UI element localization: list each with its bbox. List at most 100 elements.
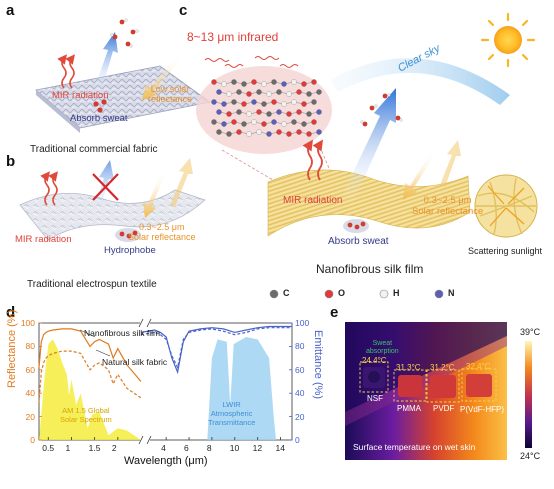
molecular-structure	[211, 79, 322, 137]
sample-name-pvdf-hfp: P(VdF-HFP)	[460, 405, 504, 414]
mir-radiation-label: MIR radiation	[52, 90, 109, 101]
atom-legend	[269, 289, 444, 299]
atom	[236, 129, 242, 135]
annotation-pointer	[79, 329, 96, 338]
atom	[211, 79, 217, 85]
atom	[301, 121, 307, 127]
water-molecule-icon	[360, 93, 403, 127]
mir-wave-icon	[40, 171, 58, 206]
thermal-dark-region	[345, 322, 507, 412]
x-tick-label: 6	[184, 443, 189, 453]
atom	[216, 89, 222, 95]
evaporation-arrow-icon	[340, 88, 396, 205]
atom	[261, 121, 267, 127]
x-tick-label: 8	[206, 443, 212, 453]
panel-c	[196, 12, 538, 299]
atom	[276, 129, 282, 135]
axis-break-mark	[146, 318, 152, 328]
axis-break-mark	[146, 435, 152, 445]
mir-wave-icon	[57, 54, 75, 89]
legend-marker-o	[324, 289, 334, 299]
sample-frame	[426, 369, 460, 403]
atom	[266, 91, 272, 97]
atom	[266, 131, 272, 137]
sample-name-pvdf: PVDF	[433, 404, 455, 413]
reflect-arrow-icon	[440, 140, 461, 187]
clear-sky-arc	[330, 58, 510, 105]
x-tick-label: 10	[229, 443, 240, 453]
silk-film-series-label: Nanofibrous silk film	[84, 328, 161, 338]
scattering-fiber-circle	[474, 174, 538, 238]
x-tick-label: 0.5	[42, 443, 55, 453]
lwir-label: LWIR Atmospheric Transmittance	[208, 400, 256, 427]
x-tick-label: 2	[111, 443, 117, 453]
atom	[256, 129, 262, 135]
series-line-2	[140, 325, 292, 375]
atom	[311, 119, 317, 125]
mir-wave-icon	[302, 139, 323, 181]
natural-silk-series-label: Natural silk fabric	[102, 357, 168, 367]
atom	[286, 131, 292, 137]
solar-arrow-icon	[403, 150, 436, 200]
atom	[286, 91, 292, 97]
mir-radiation-label: MIR radiation	[283, 195, 343, 206]
atom	[281, 121, 287, 127]
solar-reflectance-label: 0.3~2.5 μm Solar reflectance	[412, 195, 484, 217]
sample-pvdf	[430, 375, 456, 398]
colorbar-max-label: 39°C	[520, 327, 541, 337]
evaporation-arrow-icon	[92, 32, 118, 96]
panel-letter-d: d	[6, 304, 16, 321]
solar-arrow-icon	[142, 56, 180, 100]
sweat-drops-icon	[343, 219, 369, 233]
fabric-edge	[36, 90, 80, 133]
atom	[316, 129, 322, 135]
legend-marker-n	[434, 289, 444, 299]
thermal-bottom-text: Surface temperature on wet skin	[353, 442, 476, 452]
scattering-label: Scattering sunlight	[468, 246, 543, 256]
atom	[291, 79, 297, 85]
infrared-wave-icon	[204, 56, 299, 68]
atom	[306, 91, 312, 97]
atom	[281, 101, 287, 107]
atom	[216, 129, 222, 135]
atom	[231, 119, 237, 125]
y-tick-label-left: 60	[25, 364, 35, 375]
axis-break-top	[140, 320, 150, 326]
atom	[306, 131, 312, 137]
nanofibrous-silk-film	[267, 169, 471, 237]
atom	[241, 121, 247, 127]
atom	[241, 81, 247, 87]
legend-marker-c	[269, 289, 279, 299]
electrospun-textile-sheet	[19, 189, 206, 241]
sample-pmma	[398, 375, 422, 397]
atom	[246, 131, 252, 137]
panel-letter-e: e	[330, 304, 339, 321]
sample-temp-pvdf-hfp: 32.4°C	[466, 362, 491, 371]
atom	[226, 91, 232, 97]
panel-letter-c: c	[179, 2, 188, 19]
series-line-1	[38, 350, 142, 403]
sample-temp-nsf: 24.4°C	[362, 356, 387, 365]
atom	[291, 99, 297, 105]
panel-b-caption: Traditional electrospun textile	[27, 279, 157, 290]
sample-frame	[359, 361, 389, 393]
y-axis-right-label: Emittance (%)	[312, 330, 324, 400]
atom	[251, 79, 257, 85]
panel-e-thermal	[345, 322, 532, 460]
reflect-arrow-icon	[170, 158, 193, 207]
atom	[246, 91, 252, 97]
atom	[231, 79, 237, 85]
atom	[271, 119, 277, 125]
atom	[221, 81, 227, 87]
atom	[256, 109, 262, 115]
panel-a-caption: Traditional commercial fabric	[30, 144, 158, 155]
solar-reflectance-label: 0.3~2.5 μm Solar reflectance	[128, 222, 196, 242]
sample-name-nsf: NSF	[367, 394, 383, 403]
sample-pvdf-hfp	[466, 374, 492, 397]
panel-letter-a: a	[6, 2, 15, 19]
atom	[276, 109, 282, 115]
water-molecule-icon	[110, 18, 139, 48]
atom	[251, 119, 257, 125]
sample-frame	[393, 369, 427, 402]
